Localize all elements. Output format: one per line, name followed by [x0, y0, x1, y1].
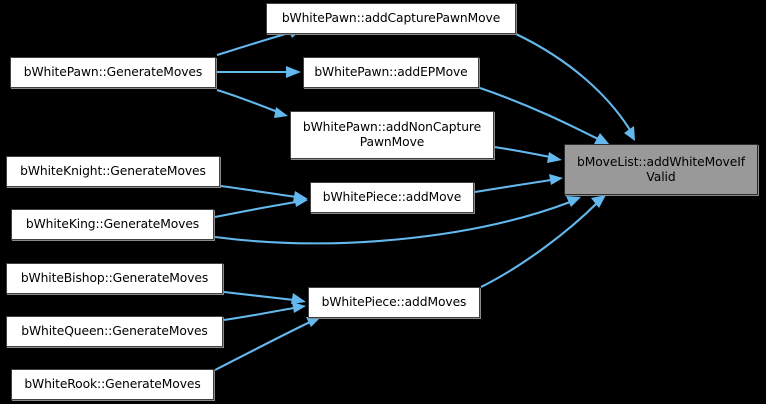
edge-addEPMove-to-addWhiteMoveIfValid	[479, 87, 601, 141]
node-pawnGenerateMoves[interactable]: bWhitePawn::GenerateMoves	[10, 57, 216, 88]
edge-addMove-to-addWhiteMoveIfValid	[474, 178, 552, 194]
arrowhead-icon	[624, 126, 635, 141]
arrowhead-icon	[594, 133, 610, 145]
arrowhead-icon	[549, 174, 563, 185]
node-addCapturePawnMove[interactable]: bWhitePawn::addCapturePawnMove	[266, 3, 516, 34]
edge-addMoves-to-addWhiteMoveIfValid	[480, 202, 598, 288]
node-addMove[interactable]: bWhitePiece::addMove	[310, 182, 474, 213]
edge-knightGenerateMoves-to-addMove	[220, 184, 297, 199]
node-kingGenerateMoves[interactable]: bWhiteKing::GenerateMoves	[11, 209, 214, 240]
node-rookGenerateMoves[interactable]: bWhiteRook::GenerateMoves	[11, 369, 214, 400]
arrowhead-icon	[286, 66, 301, 78]
node-addMoves[interactable]: bWhitePiece::addMoves	[308, 287, 480, 318]
arrowhead-icon	[274, 107, 288, 118]
arrowhead-icon	[306, 317, 321, 327]
edge-queenGenerateMoves-to-addMoves	[223, 306, 295, 322]
node-knightGenerateMoves[interactable]: bWhiteKnight::GenerateMoves	[6, 156, 220, 187]
edge-addNonCapturePawnMove-to-addWhiteMoveIfValid	[493, 145, 551, 159]
node-addEPMove[interactable]: bWhitePawn::addEPMove	[303, 57, 479, 88]
edge-bishopGenerateMoves-to-addMoves	[223, 290, 295, 302]
arrowhead-icon	[292, 302, 306, 313]
edge-kingGenerateMoves-to-addMove	[214, 200, 297, 219]
arrowhead-icon	[294, 196, 308, 207]
edge-kingGenerateMoves-to-addWhiteMoveIfValid	[214, 201, 571, 245]
node-queenGenerateMoves[interactable]: bWhiteQueen::GenerateMoves	[6, 316, 223, 347]
arrowhead-icon	[291, 293, 306, 304]
edge-rookGenerateMoves-to-addMoves	[214, 321, 311, 371]
arrowhead-icon	[566, 196, 581, 207]
node-addWhiteMoveIfValid[interactable]: bMoveList::addWhiteMoveIf Valid	[564, 144, 758, 195]
arrowhead-icon	[591, 195, 606, 208]
node-bishopGenerateMoves[interactable]: bWhiteBishop::GenerateMoves	[6, 263, 223, 294]
edge-addCapturePawnMove-to-addWhiteMoveIfValid	[515, 33, 631, 131]
edge-pawnGenerateMoves-to-addNonCapturePawnMove	[216, 88, 284, 115]
node-addNonCapturePawnMove[interactable]: bWhitePawn::addNonCapture PawnMove	[290, 111, 494, 159]
arrowhead-icon	[547, 152, 562, 163]
